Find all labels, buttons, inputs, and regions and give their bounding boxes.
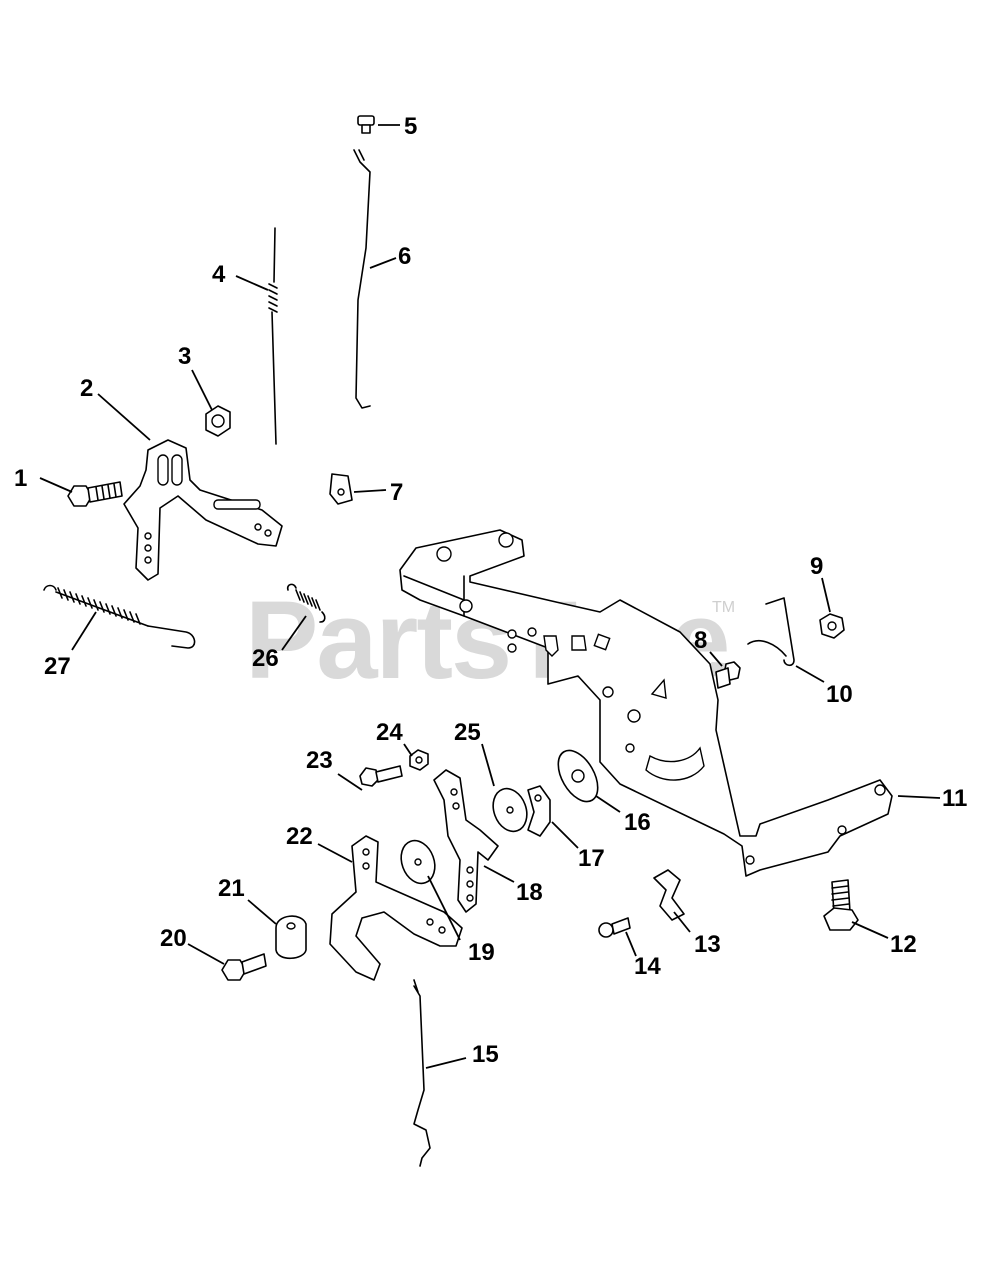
part-10-torsion-spring[interactable] (747, 597, 795, 667)
part-11-control-bracket[interactable] (399, 529, 893, 877)
callout-22: 22 (286, 823, 313, 850)
callout-16: 16 (624, 809, 651, 836)
callout-numbers: 1 2 3 4 5 6 7 8 9 10 11 12 13 14 15 16 1… (14, 113, 967, 1068)
callout-13: 13 (694, 931, 721, 958)
callout-4: 4 (212, 261, 226, 288)
part-2-control-lever[interactable] (123, 439, 283, 581)
callout-18: 18 (516, 879, 543, 906)
callout-21: 21 (218, 875, 245, 902)
watermark-trademark: TM (712, 599, 735, 616)
callout-20: 20 (160, 925, 187, 952)
callout-12: 12 (890, 931, 917, 958)
part-6-link-rod[interactable] (353, 149, 371, 409)
part-25-washer[interactable] (487, 784, 532, 836)
callout-3: 3 (178, 343, 191, 370)
callout-15: 15 (472, 1041, 499, 1068)
part-22-bracket[interactable] (329, 835, 463, 981)
part-21-spacer[interactable] (275, 915, 307, 960)
callout-25: 25 (454, 719, 481, 746)
callout-9: 9 (810, 553, 823, 580)
part-15-link-rod[interactable] (413, 979, 431, 1167)
part-17-bracket-clip[interactable] (527, 785, 551, 837)
part-4-spring-rod[interactable] (268, 227, 278, 445)
callout-2: 2 (80, 375, 93, 402)
part-1-bolt[interactable] (67, 481, 123, 507)
part-7-clip[interactable] (329, 473, 353, 505)
callout-7: 7 (390, 479, 403, 506)
callout-26: 26 (252, 645, 279, 672)
part-16-washer[interactable] (550, 744, 606, 808)
part-3-hex-nut[interactable] (205, 405, 231, 437)
callout-6: 6 (398, 243, 411, 270)
callout-11: 11 (942, 785, 967, 812)
part-23-bolt[interactable] (359, 765, 403, 787)
callout-5: 5 (404, 113, 417, 140)
callout-17: 17 (578, 845, 605, 872)
part-8-screw[interactable] (715, 661, 741, 689)
part-13-cable-clip[interactable] (653, 869, 685, 921)
part-14-screw[interactable] (598, 917, 631, 938)
callout-23: 23 (306, 747, 333, 774)
part-9-nut[interactable] (819, 613, 845, 639)
callout-27: 27 (44, 653, 71, 680)
part-18-lever[interactable] (433, 769, 499, 913)
callout-24: 24 (376, 719, 403, 746)
part-27-extension-spring[interactable] (43, 584, 196, 649)
callout-14: 14 (634, 953, 661, 980)
callout-8: 8 (694, 627, 707, 654)
part-24-nut[interactable] (409, 749, 429, 771)
part-12-bolt[interactable] (823, 879, 859, 931)
part-5-screw[interactable] (357, 115, 375, 134)
callout-1: 1 (14, 465, 27, 492)
part-20-bolt[interactable] (221, 953, 267, 981)
leader-lines (39, 124, 941, 1069)
callout-19: 19 (468, 939, 495, 966)
callout-10: 10 (826, 681, 853, 708)
part-19-washer[interactable] (395, 836, 440, 888)
part-26-small-spring[interactable] (286, 583, 326, 623)
